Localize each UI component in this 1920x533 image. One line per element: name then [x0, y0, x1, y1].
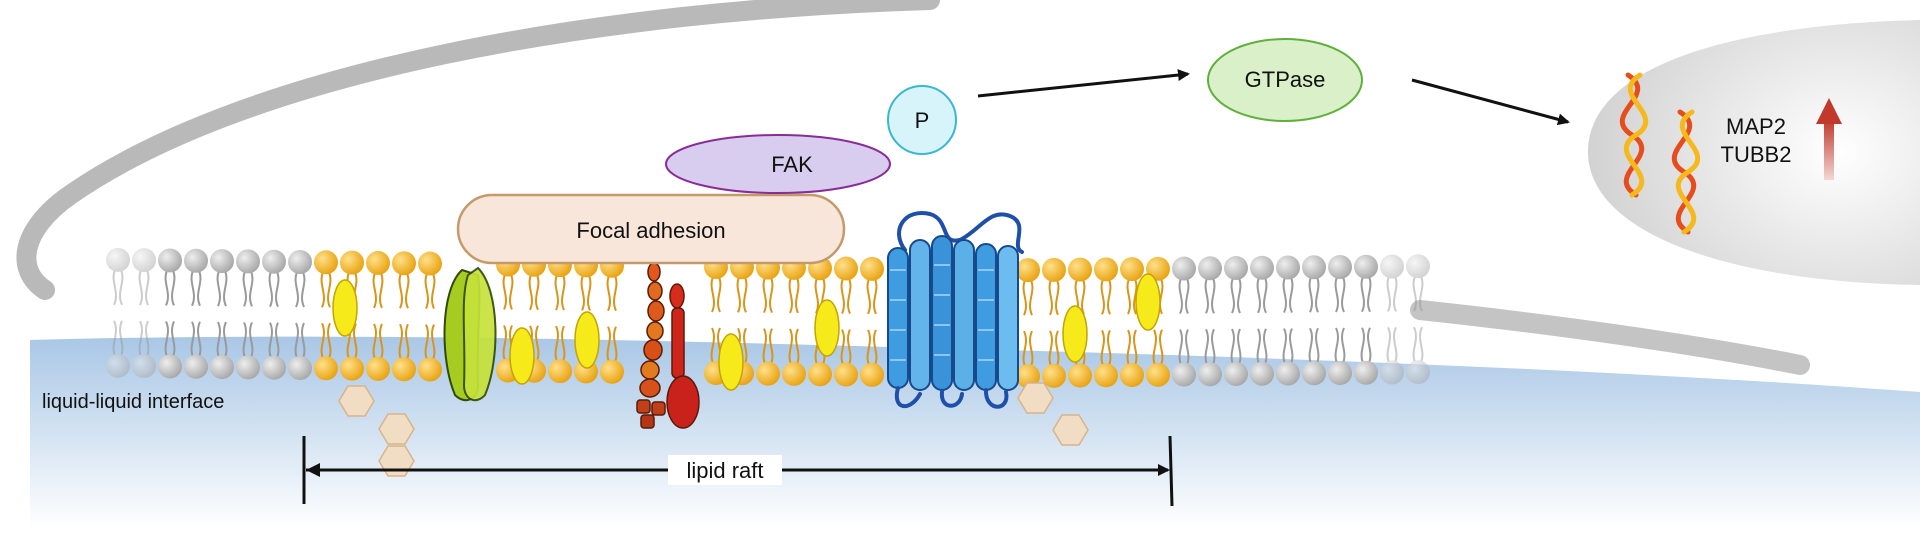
- raft-lipid: [600, 253, 624, 384]
- fak-label: FAK: [771, 152, 813, 177]
- lipid: [1250, 255, 1274, 386]
- raft-lipid: [1016, 258, 1040, 389]
- gtpase-label: GTPase: [1245, 67, 1326, 92]
- liquid-substrate: [30, 336, 1920, 528]
- lipid: [288, 250, 312, 380]
- cholesterol: [509, 327, 535, 385]
- focal-adhesion-label: Focal adhesion: [576, 218, 725, 243]
- gene-label-1: MAP2: [1726, 114, 1786, 139]
- lipid: [1224, 256, 1248, 387]
- raft-label: lipid raft: [686, 458, 763, 483]
- lipid-bilayer: [106, 247, 1430, 389]
- gpcr-icon: [887, 211, 1024, 409]
- lipid: [236, 249, 260, 380]
- raft-lipid: [756, 255, 780, 386]
- focal-adhesion-box: [456, 193, 846, 265]
- cholesterol: [1135, 273, 1161, 331]
- raft-lipid: [392, 251, 416, 382]
- cell-membrane-lower: [1410, 300, 1810, 375]
- arrow-gtpase-to-nucleus: [1411, 78, 1570, 126]
- raft-label-bg: [668, 455, 782, 485]
- interface-label: liquid-liquid interface: [42, 391, 224, 413]
- integrin-icon: [443, 266, 497, 402]
- lipid: [184, 248, 208, 379]
- cholesterol: [1062, 305, 1088, 363]
- lipid: [1302, 255, 1326, 386]
- lipid: [210, 249, 234, 380]
- cholesterol: [718, 333, 744, 391]
- gtpase-ellipse: [1207, 38, 1363, 122]
- raft-span-arrow-left: [306, 463, 320, 477]
- lipid: [1354, 254, 1378, 385]
- lipid: [262, 249, 286, 380]
- raft-lipid: [314, 250, 338, 381]
- receptor-icon: [636, 262, 700, 429]
- raft-lipid: [1042, 257, 1066, 388]
- dna-helix-icon: [1619, 72, 1649, 198]
- phospho-circle: [887, 85, 957, 155]
- raft-lipid: [366, 250, 390, 381]
- raft-lipid: [782, 255, 806, 386]
- lipid: [106, 247, 130, 378]
- nucleus: [1587, 20, 1920, 285]
- raft-lipid: [1120, 257, 1144, 388]
- up-arrow-icon: [1816, 98, 1842, 180]
- raft-span-right-bar: [1168, 435, 1174, 507]
- glycan-icon: [1017, 382, 1089, 446]
- cholesterol: [814, 299, 840, 357]
- lipid: [1198, 256, 1222, 387]
- raft-lipid: [1094, 257, 1118, 388]
- phospho-label: P: [915, 108, 930, 133]
- arrow-p-to-gtpase: [977, 69, 1190, 98]
- fak-ellipse: [665, 134, 891, 194]
- cholesterol: [332, 279, 358, 337]
- gene-label-2: TUBB2: [1721, 142, 1792, 167]
- cell-membrane-outline: [16, 0, 940, 300]
- lipid: [1172, 256, 1196, 387]
- dna-helix-icon: [1671, 109, 1701, 235]
- lipid: [158, 248, 182, 379]
- raft-lipid: [860, 256, 884, 387]
- raft-lipid: [418, 251, 442, 382]
- lipid: [132, 248, 156, 379]
- lipid: [1406, 254, 1430, 385]
- lipid: [1328, 255, 1352, 385]
- cholesterol: [574, 311, 600, 369]
- cholesterol-group: [332, 273, 1161, 391]
- lipid: [1380, 254, 1404, 385]
- raft-lipid: [548, 253, 572, 384]
- lipid: [1276, 255, 1300, 386]
- raft-lipid: [834, 256, 858, 387]
